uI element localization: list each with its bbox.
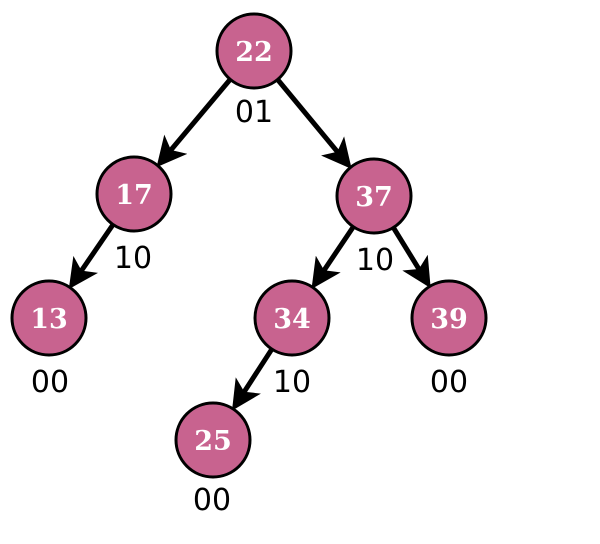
node-code-label: 10	[273, 365, 311, 400]
node-key-label: 22	[235, 37, 273, 68]
node-circle	[95, 155, 173, 233]
node-key-label: 39	[430, 304, 468, 335]
tree-node-39: 39 00	[410, 279, 488, 400]
node-circle	[253, 279, 331, 357]
tree-node-34: 34 10	[253, 279, 331, 400]
edge-34-to-25	[232, 347, 274, 411]
node-key-label: 34	[273, 304, 311, 335]
edge-22-to-37	[275, 77, 352, 170]
node-circle	[410, 279, 488, 357]
tree-node-37: 37 10	[335, 157, 413, 278]
tree-node-22: 22 01	[215, 12, 293, 130]
node-code-label: 00	[31, 365, 69, 400]
node-key-label: 17	[115, 180, 153, 211]
tree-node-13: 13 00	[10, 279, 88, 400]
node-code-label: 10	[114, 241, 152, 276]
edge-37-to-34	[311, 225, 356, 289]
node-circle	[335, 157, 413, 235]
edge-37-to-39	[391, 226, 431, 289]
edge-22-to-17	[156, 77, 233, 168]
node-circle	[215, 12, 293, 90]
node-code-label: 01	[235, 95, 273, 130]
node-code-label: 00	[193, 483, 231, 518]
edge-17-to-13	[68, 223, 116, 290]
node-circle	[174, 401, 252, 479]
node-key-label: 37	[355, 182, 393, 213]
node-key-label: 13	[30, 304, 68, 335]
node-key-label: 25	[194, 426, 232, 457]
edges-layer	[68, 77, 431, 411]
node-code-label: 00	[430, 365, 468, 400]
node-code-label: 10	[356, 243, 394, 278]
tree-node-25: 25 00	[174, 401, 252, 518]
node-circle	[10, 279, 88, 357]
